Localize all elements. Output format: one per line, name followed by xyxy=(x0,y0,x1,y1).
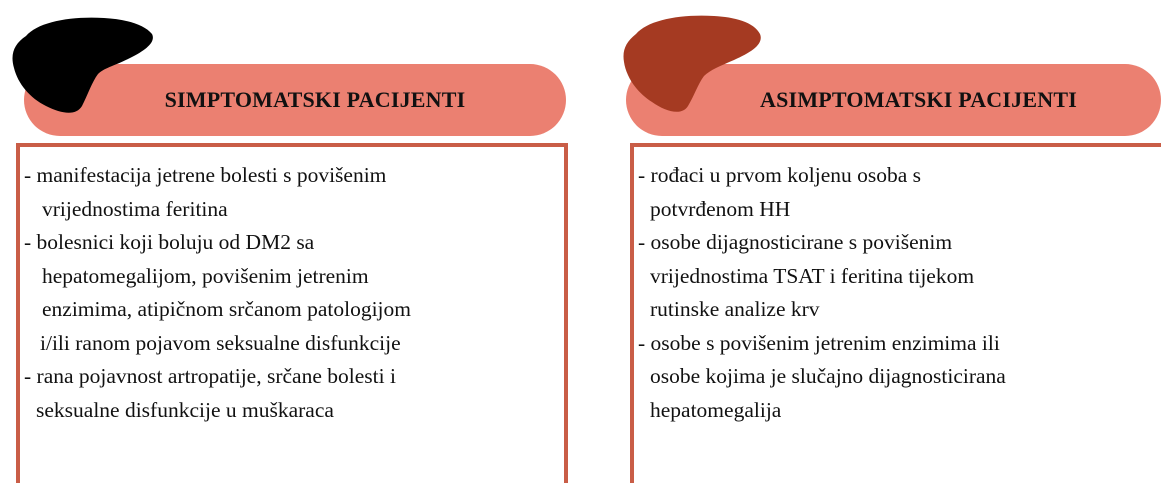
item-text-line: hepatomegalija xyxy=(650,397,782,422)
symptomatic-header-title: SIMPTOMATSKI PACIJENTI xyxy=(164,87,466,112)
list-item: - rana pojavnost artropatije, srčane bol… xyxy=(24,360,556,427)
item-text-line: osobe kojima je slučajno dijagnosticiran… xyxy=(650,364,1006,388)
symptomatic-header: SIMPTOMATSKI PACIJENTI xyxy=(24,64,566,136)
item-text-line: - rana pojavnost artropatije, srčane bol… xyxy=(24,364,396,388)
list-item: - rođaci u prvom koljenu osoba s potvrđe… xyxy=(638,159,1153,226)
liver-icon xyxy=(623,15,761,112)
list-item: - bolesnici koji boluju od DM2 sa hepato… xyxy=(24,226,556,360)
item-text-line: enzimima, atipičnom srčanom patologijom xyxy=(42,297,411,321)
asymptomatic-list: - rođaci u prvom koljenu osoba s potvrđe… xyxy=(638,159,1153,427)
item-text-line: - osobe s povišenim jetrenim enzimima il… xyxy=(638,330,1000,355)
item-text-line: - bolesnici koji boluju od DM2 sa xyxy=(24,230,315,254)
item-text-line: seksualne disfunkcije u muškaraca xyxy=(36,397,334,422)
item-text-line: hepatomegalijom, povišenim jetrenim xyxy=(42,263,369,288)
item-text-line: vrijednostima TSAT i feritina tijekom xyxy=(650,263,975,288)
list-item: - manifestacija jetrene bolesti s poviše… xyxy=(24,159,556,226)
list-item: - osobe s povišenim jetrenim enzimima il… xyxy=(638,327,1153,428)
asymptomatic-content-box: - rođaci u prvom koljenu osoba s potvrđe… xyxy=(630,143,1161,483)
list-item: - osobe dijagnosticirane s povišenim vri… xyxy=(638,226,1153,327)
item-text-line: - manifestacija jetrene bolesti s poviše… xyxy=(24,163,387,187)
liver-icon xyxy=(12,17,153,113)
item-text-line: vrijednostima feritina xyxy=(42,196,228,221)
asymptomatic-panel: ASIMPTOMATSKI PACIJENTI - rođaci u prvom… xyxy=(598,0,1161,483)
item-text-line: potvrđenom HH xyxy=(650,196,791,221)
item-text-line: i/ili ranom pojavom seksualne disfunkcij… xyxy=(40,330,401,355)
symptomatic-list: - manifestacija jetrene bolesti s poviše… xyxy=(24,159,556,427)
asymptomatic-header: ASIMPTOMATSKI PACIJENTI xyxy=(626,64,1161,136)
item-text-line: - rođaci u prvom koljenu osoba s xyxy=(638,163,922,187)
item-text-line: - osobe dijagnosticirane s povišenim xyxy=(638,230,953,254)
symptomatic-content-box: - manifestacija jetrene bolesti s poviše… xyxy=(16,143,568,483)
asymptomatic-header-title: ASIMPTOMATSKI PACIJENTI xyxy=(760,87,1077,112)
symptomatic-panel: SIMPTOMATSKI PACIJENTI - manifestacija j… xyxy=(0,0,580,483)
item-text-line: rutinske analize krv xyxy=(650,297,820,321)
